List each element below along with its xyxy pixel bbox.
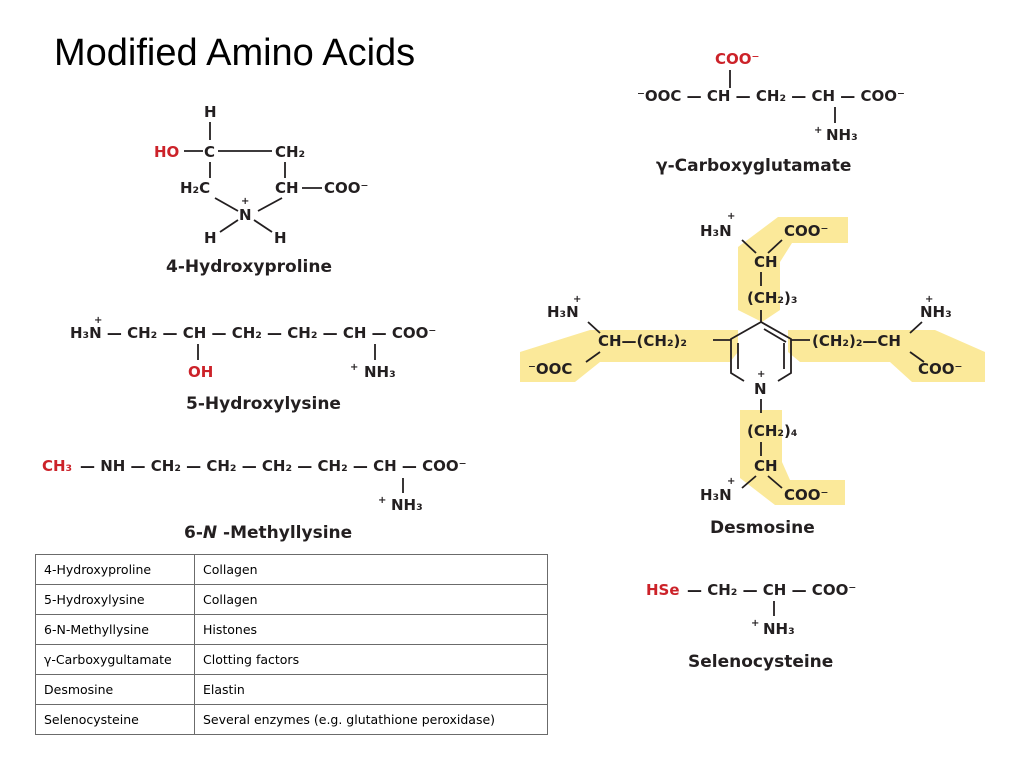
desmosine-highlight-bottom <box>740 410 845 505</box>
hyp-c: C <box>204 143 215 161</box>
des-bottom-h3n: H₃N <box>700 486 732 504</box>
hyp-coo: COO⁻ <box>324 179 368 197</box>
location-cell: Elastin <box>194 674 548 705</box>
sec-hse: HSe <box>646 581 680 599</box>
des-bottom-ch: CH <box>754 457 778 475</box>
desmosine-highlight-top <box>738 217 848 322</box>
hyp-h-left: H <box>204 229 217 247</box>
des-bottom-plus: + <box>727 476 735 487</box>
compound-cell: 4-Hydroxyproline <box>35 554 195 585</box>
hyl-plus: + <box>94 315 102 326</box>
desmosine-structure: + H₃N COO⁻ CH (CH₂)₃ + N + H₃N CH—(CH₂)₂… <box>520 211 985 538</box>
des-top-ch: CH <box>754 253 778 271</box>
hyl-nh3: NH₃ <box>364 363 396 381</box>
mlys-chain: — NH — CH₂ — CH₂ — CH₂ — CH₂ — CH — COO⁻ <box>80 457 467 475</box>
selenocysteine-label: Selenocysteine <box>688 652 833 672</box>
des-right-chain: (CH₂)₂—CH <box>812 332 901 350</box>
des-ring-plus: + <box>757 369 765 380</box>
compound-cell: 6-N-Methyllysine <box>35 614 195 645</box>
sec-chain: — CH₂ — CH — COO⁻ <box>687 581 856 599</box>
des-right-nh3: NH₃ <box>920 303 952 321</box>
hyp-n: N <box>239 206 252 224</box>
hyp-ch2: CH₂ <box>275 143 305 161</box>
sec-plus: + <box>751 618 759 629</box>
hyp-ho: HO <box>154 143 179 161</box>
des-top-coo: COO⁻ <box>784 222 828 240</box>
location-cell: Several enzymes (e.g. glutathione peroxi… <box>194 704 548 735</box>
des-left-plus: + <box>573 294 581 305</box>
des-top-plus: + <box>727 211 735 222</box>
hyp-h-right: H <box>274 229 287 247</box>
hyl-nh3-plus: + <box>350 362 358 373</box>
modified-amino-acid-table: 4-Hydroxyproline Collagen 5-Hydroxylysin… <box>35 554 548 735</box>
des-top-ch2: (CH₂)₃ <box>747 289 797 307</box>
gla-coo-top: COO⁻ <box>715 50 759 68</box>
mlys-plus: + <box>378 495 386 506</box>
location-cell: Histones <box>194 614 548 645</box>
carboxyglutamate-structure: COO⁻ ⁻OOC — CH — CH₂ — CH — COO⁻ + NH₃ γ… <box>637 50 905 176</box>
des-top-h3n: H₃N <box>700 222 732 240</box>
hydroxylysine-structure: + H₃N — CH₂ — CH — CH₂ — CH₂ — CH — COO⁻… <box>70 315 436 414</box>
page-title: Modified Amino Acids <box>54 32 416 74</box>
hyp-h2c: H₂C <box>180 179 210 197</box>
gla-chain: ⁻OOC — CH — CH₂ — CH — COO⁻ <box>637 87 905 105</box>
des-right-coo: COO⁻ <box>918 360 962 378</box>
compound-cell: Selenocysteine <box>35 704 195 735</box>
des-left-chain: CH—(CH₂)₂ <box>598 332 687 350</box>
table-row: Desmosine Elastin <box>35 674 548 705</box>
table-row: Selenocysteine Several enzymes (e.g. glu… <box>35 704 548 735</box>
hyp-plus: + <box>241 196 249 207</box>
table-row: 6-N-Methyllysine Histones <box>35 614 548 645</box>
desmosine-highlight-right <box>788 330 985 382</box>
table-row: 5-Hydroxylysine Collagen <box>35 584 548 615</box>
des-left-coo: ⁻OOC <box>528 360 572 378</box>
methyllysine-label: 6-N -Methyllysine <box>184 523 352 543</box>
mlys-ch3: CH₃ <box>42 457 72 475</box>
des-ring-n: N <box>754 380 767 398</box>
des-bottom-coo: COO⁻ <box>784 486 828 504</box>
compound-cell: γ-Carboxygultamate <box>35 644 195 675</box>
hyl-oh: OH <box>188 363 213 381</box>
desmosine-highlight-left <box>520 330 738 382</box>
methyllysine-structure: CH₃ — NH — CH₂ — CH₂ — CH₂ — CH₂ — CH — … <box>42 457 467 543</box>
hyl-chain: H₃N — CH₂ — CH — CH₂ — CH₂ — CH — COO⁻ <box>70 324 436 342</box>
hyp-h-top: H <box>204 103 217 121</box>
table-row: 4-Hydroxyproline Collagen <box>35 554 548 585</box>
hydroxyproline-structure: H HO C CH₂ H₂C CH COO⁻ + N H H 4-Hydroxy… <box>154 103 368 277</box>
des-bottom-ch2: (CH₂)₄ <box>747 422 797 440</box>
hydroxylysine-label: 5-Hydroxylysine <box>186 394 341 414</box>
sec-nh3: NH₃ <box>763 620 795 638</box>
desmosine-label: Desmosine <box>710 518 815 538</box>
compound-cell: Desmosine <box>35 674 195 705</box>
location-cell: Collagen <box>194 584 548 615</box>
selenocysteine-structure: HSe — CH₂ — CH — COO⁻ + NH₃ Selenocystei… <box>646 581 856 672</box>
gla-plus: + <box>814 125 822 136</box>
carboxyglutamate-label: γ-Carboxyglutamate <box>656 156 851 176</box>
hydroxyproline-label: 4-Hydroxyproline <box>166 257 332 277</box>
location-cell: Collagen <box>194 554 548 585</box>
compound-cell: 5-Hydroxylysine <box>35 584 195 615</box>
table-row: γ-Carboxygultamate Clotting factors <box>35 644 548 675</box>
des-right-plus: + <box>925 294 933 305</box>
location-cell: Clotting factors <box>194 644 548 675</box>
gla-nh3: NH₃ <box>826 126 858 144</box>
mlys-nh3: NH₃ <box>391 496 423 514</box>
hyp-ch: CH <box>275 179 299 197</box>
des-left-h3n: H₃N <box>547 303 579 321</box>
